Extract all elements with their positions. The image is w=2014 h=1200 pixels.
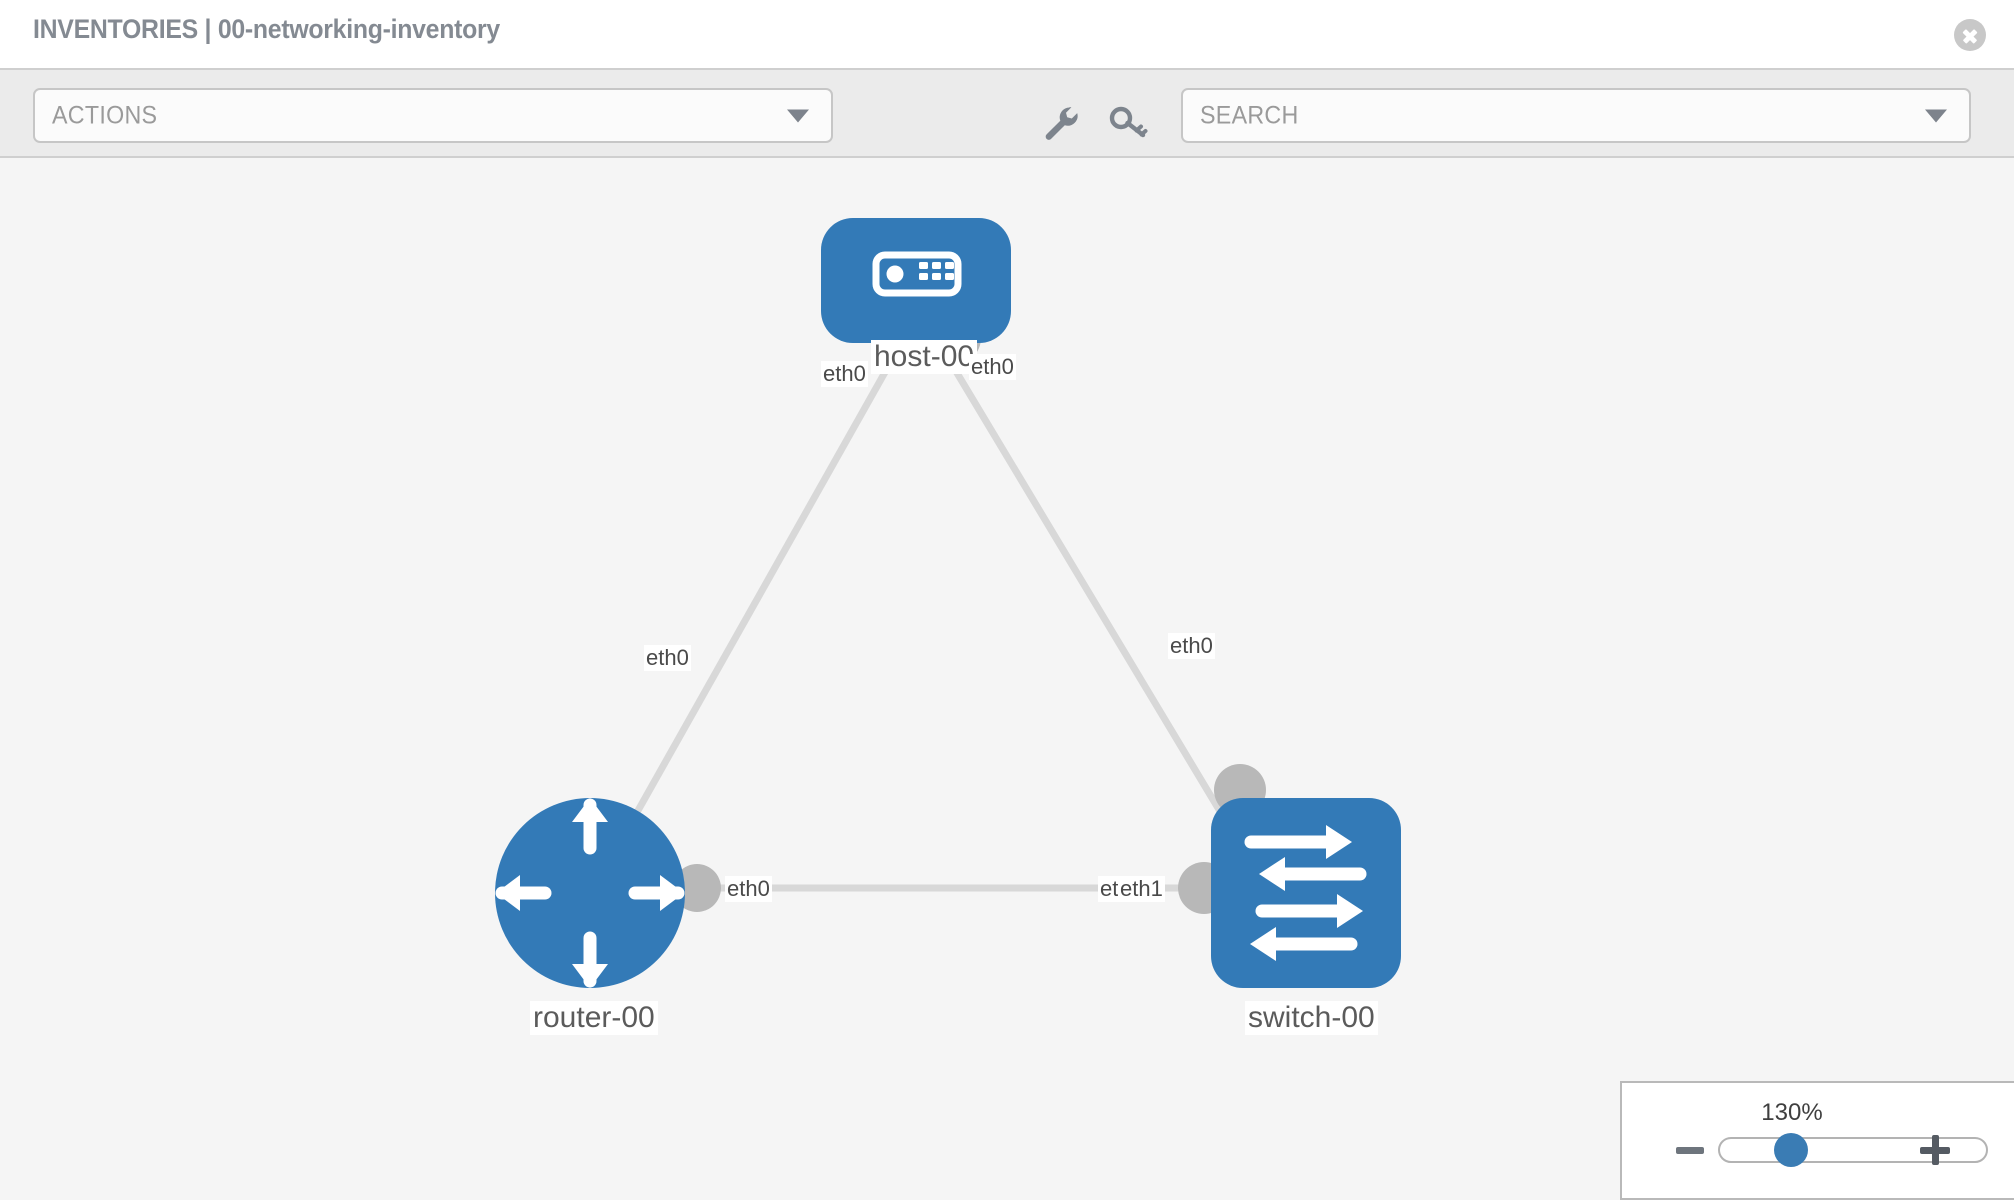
topology-graph [495, 218, 1401, 988]
edge-host-router[interactable] [596, 356, 897, 880]
iface-label-host-right: eth0 [969, 354, 1016, 380]
chevron-down-icon [787, 109, 809, 122]
zoom-slider[interactable] [1718, 1137, 1988, 1163]
node-host-00[interactable] [821, 218, 1011, 343]
close-icon[interactable] [1954, 19, 1986, 51]
node-switch-00[interactable] [1211, 798, 1401, 988]
zoom-level-value: 130% [1761, 1099, 1823, 1126]
iface-label-router-up: eth0 [644, 645, 691, 671]
chevron-down-icon [1925, 109, 1947, 122]
actions-dropdown-label: ACTIONS [52, 101, 158, 129]
node-label-switch-00: switch-00 [1245, 1001, 1378, 1035]
node-label-router-00: router-00 [530, 1001, 658, 1035]
edges [596, 356, 1252, 892]
node-router-00[interactable] [495, 798, 685, 988]
node-label-host-00: host-00 [871, 340, 978, 374]
wrench-icon[interactable] [1040, 102, 1080, 142]
topology-canvas[interactable]: host-00 router-00 switch-00 eth0 eth0 et… [0, 158, 2014, 1200]
key-icon[interactable] [1108, 102, 1148, 142]
port-router-right[interactable] [673, 864, 721, 912]
edge-host-switch[interactable] [944, 356, 1252, 860]
minus-icon[interactable] [1676, 1147, 1704, 1154]
plus-icon-stroke-h [1920, 1146, 1950, 1154]
zoom-control-panel: 130% [1620, 1081, 2014, 1200]
iface-label-router-right: eth0 [725, 876, 772, 902]
iface-label-switch-left: eth1 [1118, 876, 1165, 902]
page-header: INVENTORIES | 00-networking-inventory [0, 0, 2014, 68]
iface-label-host-left: eth0 [821, 361, 868, 387]
search-input[interactable]: SEARCH [1181, 88, 1971, 143]
zoom-slider-thumb[interactable] [1774, 1133, 1808, 1167]
page-title: INVENTORIES | 00-networking-inventory [33, 14, 500, 44]
plus-icon[interactable] [1920, 1135, 1950, 1165]
actions-dropdown[interactable]: ACTIONS [33, 88, 833, 143]
search-placeholder: SEARCH [1200, 101, 1299, 129]
iface-label-switch-up: eth0 [1168, 633, 1215, 659]
ports [673, 312, 1266, 914]
toolbar: ACTIONS SEARCH [0, 68, 2014, 158]
